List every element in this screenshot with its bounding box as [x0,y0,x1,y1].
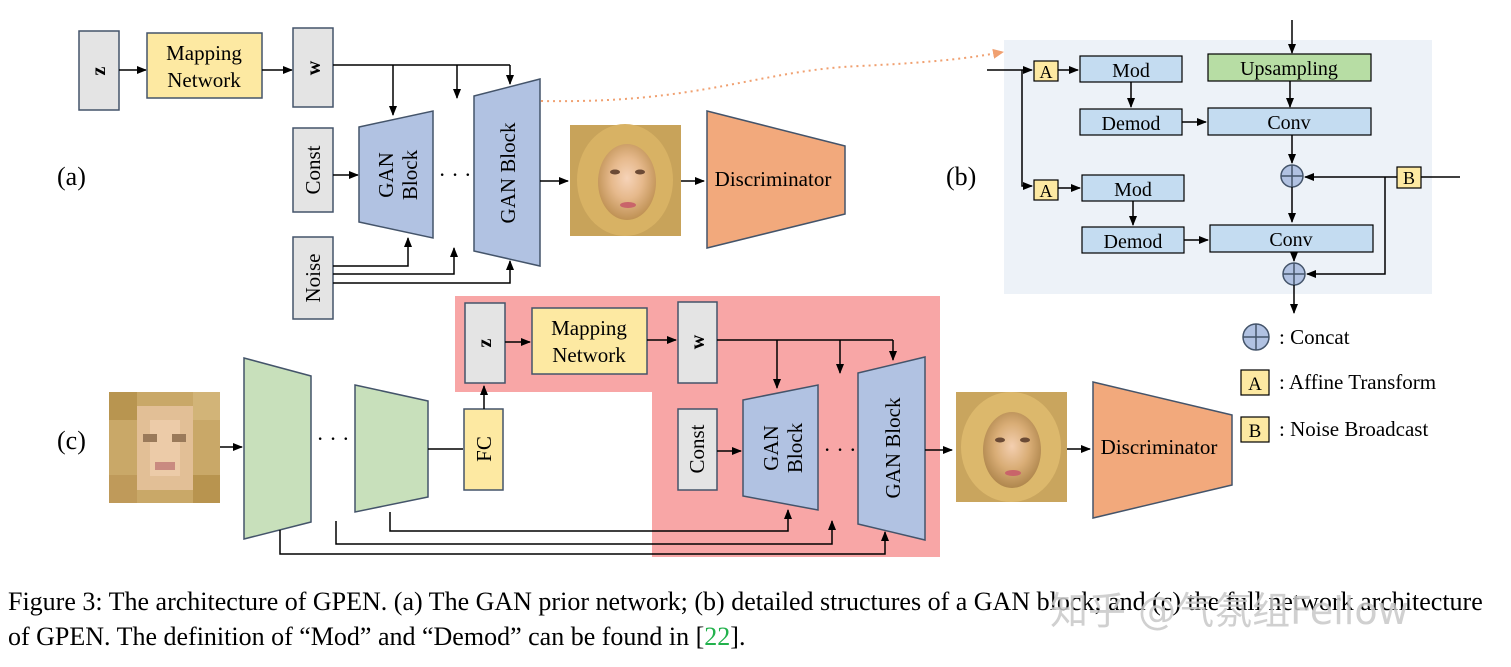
discriminator-label-a: Discriminator [715,167,832,191]
caption-citation-link[interactable]: 22 [704,622,731,651]
conv-box-1-b [1207,107,1372,136]
const-label-a: Const [301,145,325,194]
discriminator-label-c: Discriminator [1101,435,1218,459]
demod-label-1-b: Demod [1102,113,1161,135]
gan-block-1-a-label-2: Block [398,149,422,200]
discriminator-a [706,110,846,249]
conv-label-2-b: Conv [1269,229,1312,251]
mapping-label-c-1: Mapping [551,316,627,340]
const-label-c: Const [685,424,709,473]
legend-concat-icon [1242,323,1270,351]
skip-connection-2-c [335,520,836,545]
upsampling-box-b [1207,53,1372,82]
gan-block-2-a [473,78,541,267]
mapping-network-box-c [531,307,648,375]
affine-label-2-b: A [1040,181,1053,201]
z-label-a: z [88,66,110,75]
ellipsis-c-2: · · · [824,437,857,462]
w-label-c: w [687,334,709,349]
gan-block-1-c-label-1: GAN [759,425,783,471]
figure-caption: Figure 3: The architecture of GPEN. (a) … [8,584,1503,654]
fc-label-c: FC [472,436,496,462]
caption-end: ]. [730,622,746,651]
noise-box-a [292,236,334,320]
input-degraded-face-image-c [109,392,220,503]
concat-icon-2-b [1282,262,1306,286]
demod-label-2-b: Demod [1104,231,1163,253]
affine-box-2-b [1033,179,1059,201]
arrow-noise-gan1-a [333,237,412,267]
panel-label-b: (b) [946,162,976,191]
w-label-a: w [303,60,325,75]
const-box-c [677,408,718,491]
skip-connection-3-c [279,530,889,555]
mapping-label-a-2: Network [167,68,241,92]
noise-broadcast-label-b: B [1403,168,1415,188]
gan-block-2-c [857,356,926,541]
legend-affine-text: : Affine Transform [1279,370,1436,394]
affine-label-1-b: A [1040,62,1053,82]
mod-label-1-b: Mod [1112,60,1150,82]
skip-connection-1-c [389,509,792,532]
w-box-a [292,27,334,108]
output-face-image-c [956,392,1067,502]
noise-label-a: Noise [301,254,325,303]
panel-label-c: (c) [57,426,86,455]
panel-label-a: (a) [57,162,86,191]
legend-noise-box [1240,416,1270,443]
gan-block-1-a [358,110,434,239]
caption-text: Figure 3: The architecture of GPEN. (a) … [8,587,1483,651]
w-box-c [677,301,718,384]
ellipsis-a: · · · [439,162,472,187]
dotted-connector-a-b [540,48,1004,103]
legend-concat-text: : Concat [1279,325,1350,349]
legend-noise-text: : Noise Broadcast [1279,417,1428,441]
upsampling-label-b: Upsampling [1240,58,1338,80]
watermark: 知乎 @气氛组Fellow [1050,589,1409,633]
gan-block-1-c [742,384,819,511]
concat-icon-1-b [1280,164,1304,188]
gan-block-1-c-label-2: Block [783,422,807,473]
demod-box-1-b [1079,108,1183,136]
arrow-w-branch-b [1021,70,1033,190]
gan-block-1-a-label-1: GAN [374,152,398,198]
legend-affine-box [1240,369,1270,396]
conv-label-1-b: Conv [1267,112,1310,134]
encoder-block-1-c [243,357,312,540]
const-box-a [292,127,334,213]
discriminator-c [1092,381,1233,519]
conv-box-2-b [1209,224,1374,253]
z-box-c [464,302,506,384]
mapping-network-box-a [146,32,263,99]
demod-box-2-b [1081,226,1185,254]
output-face-image-a [570,124,681,236]
mod-label-2-b: Mod [1114,179,1152,201]
arrow-noise-gan2-a [333,260,514,284]
gpen-architecture-diagram: (a) (b) (c) z Mapping Network w Const GA… [57,20,1460,557]
legend-noise-box-label: B [1249,421,1262,442]
arrow-b-concat2 [1306,177,1386,278]
mapping-label-c-2: Network [552,343,626,367]
mapping-label-a-1: Mapping [166,41,242,65]
encoder-block-2-c [354,384,429,513]
z-label-c: z [474,338,496,347]
ellipsis-c-1: · · · [317,426,350,451]
gan-block-2-a-label: GAN Block [496,122,520,223]
affine-box-1-b [1033,60,1059,82]
gan-block-2-c-label: GAN Block [881,397,905,498]
arrow-noise-ellipsis-a [333,247,458,275]
z-box-a [78,30,120,111]
legend-affine-box-label: A [1248,374,1262,395]
